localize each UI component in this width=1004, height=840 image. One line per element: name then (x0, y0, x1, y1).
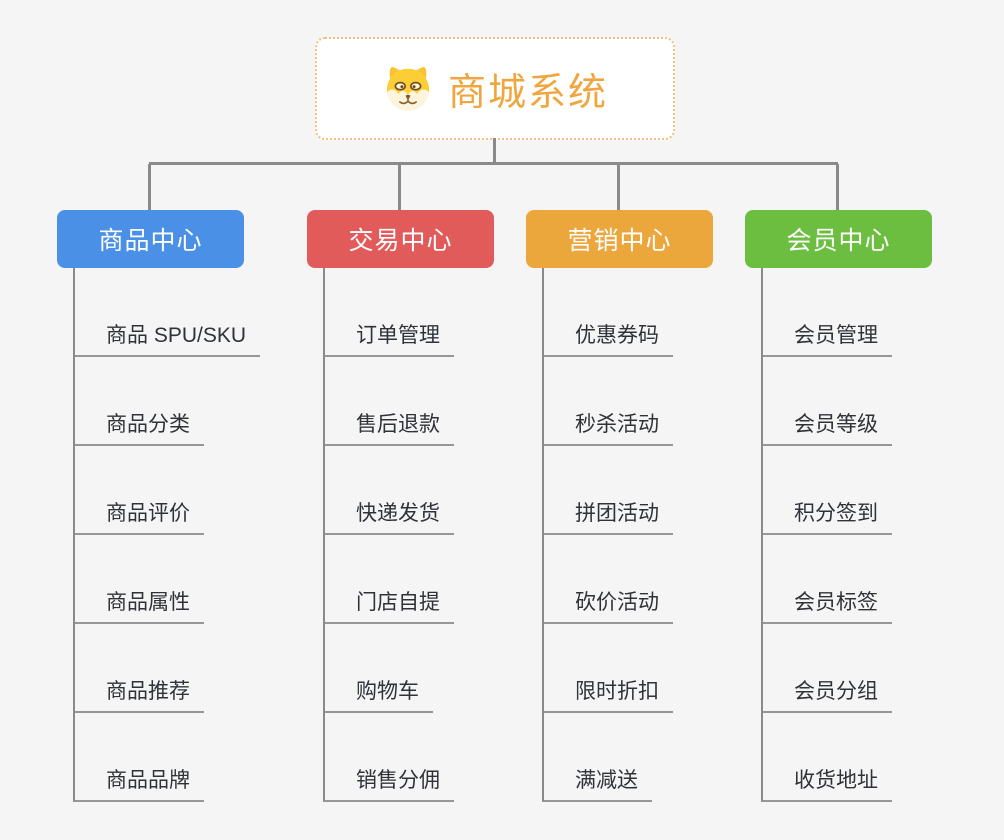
leaf-node[interactable]: 商品推荐 (73, 675, 204, 713)
branch-children-trade: 订单管理 售后退款 快递发货 门店自提 购物车 销售分佣 (323, 268, 573, 802)
branch-node-trade-center[interactable]: 交易中心 (307, 210, 494, 268)
branch-node-marketing-center[interactable]: 营销中心 (526, 210, 713, 268)
leaf-node[interactable]: 砍价活动 (542, 586, 673, 624)
leaf-node[interactable]: 商品评价 (73, 497, 204, 535)
leaf-node[interactable]: 售后退款 (323, 408, 454, 446)
leaf-node[interactable]: 优惠券码 (542, 319, 673, 357)
leaf-node[interactable]: 拼团活动 (542, 497, 673, 535)
leaf-node[interactable]: 快递发货 (323, 497, 454, 535)
trunk-line-product (73, 268, 75, 801)
branch-children-product: 商品 SPU/SKU 商品分类 商品评价 商品属性 商品推荐 商品品牌 (73, 268, 323, 802)
root-title: 商城系统 (447, 72, 608, 114)
branch-children-marketing: 优惠券码 秒杀活动 拼团活动 砍价活动 限时折扣 满减送 (542, 268, 792, 802)
leaf-node[interactable]: 门店自提 (323, 586, 454, 624)
leaf-node[interactable]: 商品品牌 (73, 764, 204, 802)
leaf-node[interactable]: 销售分佣 (323, 764, 454, 802)
drop-line-trade (398, 164, 401, 211)
leaf-node[interactable]: 商品 SPU/SKU (73, 319, 261, 357)
trunk-line-member (761, 268, 763, 801)
drop-line-marketing (617, 164, 620, 211)
branch-children-member: 会员管理 会员等级 积分签到 会员标签 会员分组 收货地址 (761, 268, 1004, 802)
root-connector-line (493, 138, 496, 164)
leaf-node[interactable]: 秒杀活动 (542, 408, 673, 446)
leaf-node[interactable]: 会员标签 (761, 586, 892, 624)
root-node[interactable]: 商城系统 (315, 37, 675, 140)
leaf-node[interactable]: 积分签到 (761, 497, 892, 535)
branch-node-product-center[interactable]: 商品中心 (57, 210, 244, 268)
leaf-node[interactable]: 满减送 (542, 764, 652, 802)
drop-line-product (148, 164, 151, 211)
leaf-node[interactable]: 会员管理 (761, 319, 892, 357)
dog-face-icon (386, 66, 430, 111)
branch-node-member-center[interactable]: 会员中心 (745, 210, 932, 268)
leaf-node[interactable]: 商品属性 (73, 586, 204, 624)
drop-line-member (836, 164, 839, 211)
leaf-node[interactable]: 会员等级 (761, 408, 892, 446)
leaf-node[interactable]: 购物车 (323, 675, 433, 713)
leaf-node[interactable]: 商品分类 (73, 408, 204, 446)
leaf-node[interactable]: 订单管理 (323, 319, 454, 357)
trunk-line-marketing (542, 268, 544, 801)
leaf-node[interactable]: 会员分组 (761, 675, 892, 713)
leaf-node[interactable]: 限时折扣 (542, 675, 673, 713)
trunk-line-trade (323, 268, 325, 801)
branch-bus-line (149, 162, 838, 165)
leaf-node[interactable]: 收货地址 (761, 764, 892, 802)
